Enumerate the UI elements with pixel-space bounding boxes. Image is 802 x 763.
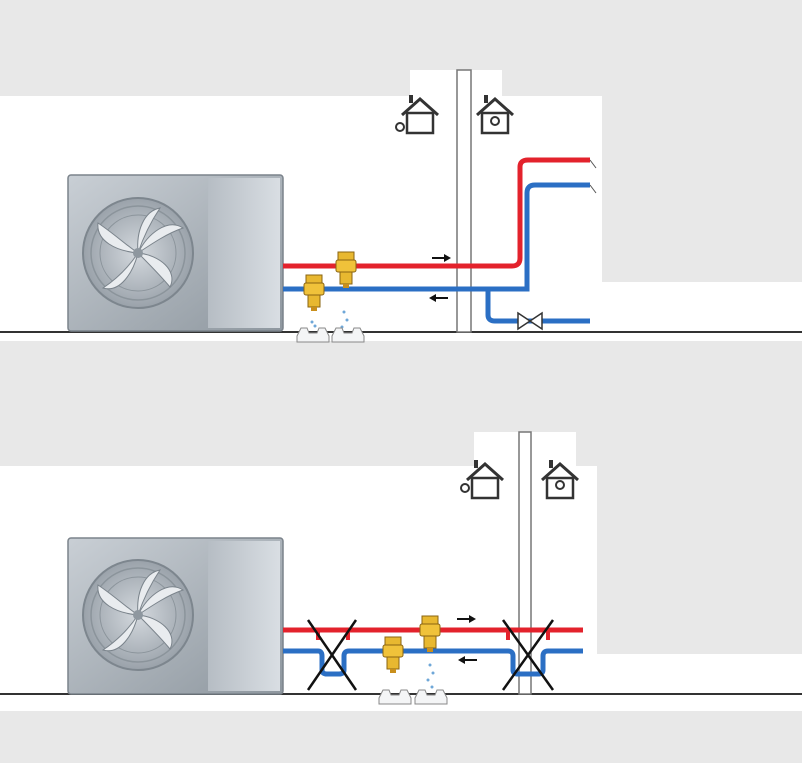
house-icon: [460, 458, 505, 500]
cross-icon: [501, 619, 555, 691]
arrow-left-icon: [429, 294, 448, 302]
wall: [456, 69, 472, 333]
house-icon: [540, 458, 580, 500]
return-pipe: [283, 182, 590, 292]
heat-pump-unit: [67, 174, 284, 332]
arrow-left-icon: [458, 656, 477, 664]
supply-pipe: [283, 157, 590, 269]
top-panel: [0, 69, 802, 343]
arrow-right-icon: [432, 254, 451, 262]
fan-icon: [82, 197, 194, 309]
heat-pump-unit: [67, 537, 284, 695]
water-drops-icon: [310, 320, 317, 328]
arrow-right-icon: [457, 615, 476, 623]
valve-icon: [517, 311, 543, 331]
bottom-panel: [0, 431, 802, 711]
fan-icon: [82, 559, 194, 671]
bypass-pipe: [485, 289, 590, 324]
panel-top-ext: [410, 70, 502, 96]
house-icon: [395, 93, 440, 135]
house-icon: [475, 93, 515, 135]
cross-icon: [306, 619, 358, 691]
